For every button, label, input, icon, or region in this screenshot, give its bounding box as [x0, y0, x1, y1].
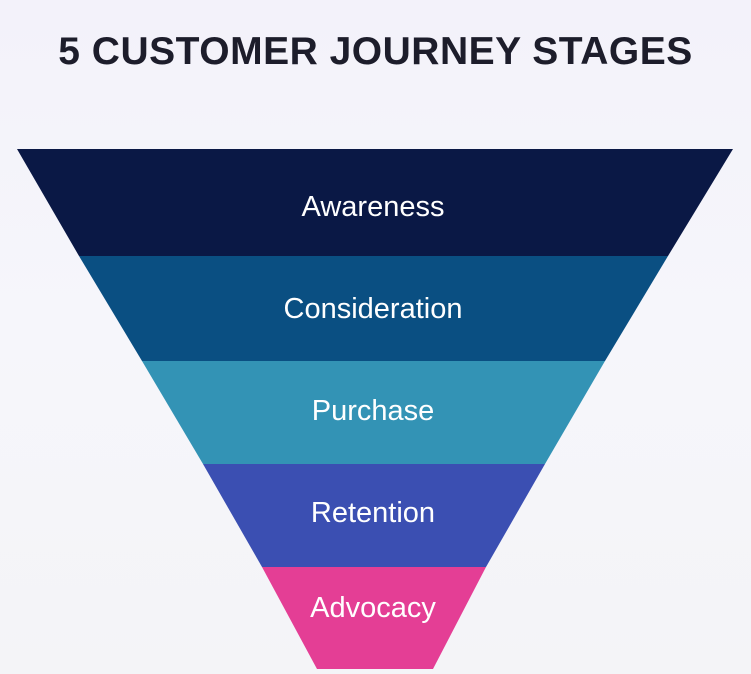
funnel-stage-awareness: Awareness [17, 149, 733, 256]
funnel-stage-advocacy: Advocacy [262, 567, 486, 669]
stage-label-purchase: Purchase [312, 395, 435, 427]
stage-label-retention: Retention [311, 497, 435, 529]
funnel-stage-purchase: Purchase [142, 361, 605, 464]
funnel-segment-advocacy [262, 567, 486, 669]
stage-label-consideration: Consideration [284, 293, 463, 325]
funnel-stage-consideration: Consideration [79, 256, 668, 361]
page-title: 5 CUSTOMER JOURNEY STAGES [58, 30, 693, 73]
funnel-segment-retention [203, 464, 545, 567]
funnel-segment-consideration [79, 256, 668, 361]
funnel-segment-awareness [17, 149, 733, 256]
stage-label-advocacy: Advocacy [310, 592, 436, 624]
funnel-segment-purchase [142, 361, 605, 464]
stage-label-awareness: Awareness [302, 191, 445, 223]
funnel-stage-retention: Retention [203, 464, 545, 567]
